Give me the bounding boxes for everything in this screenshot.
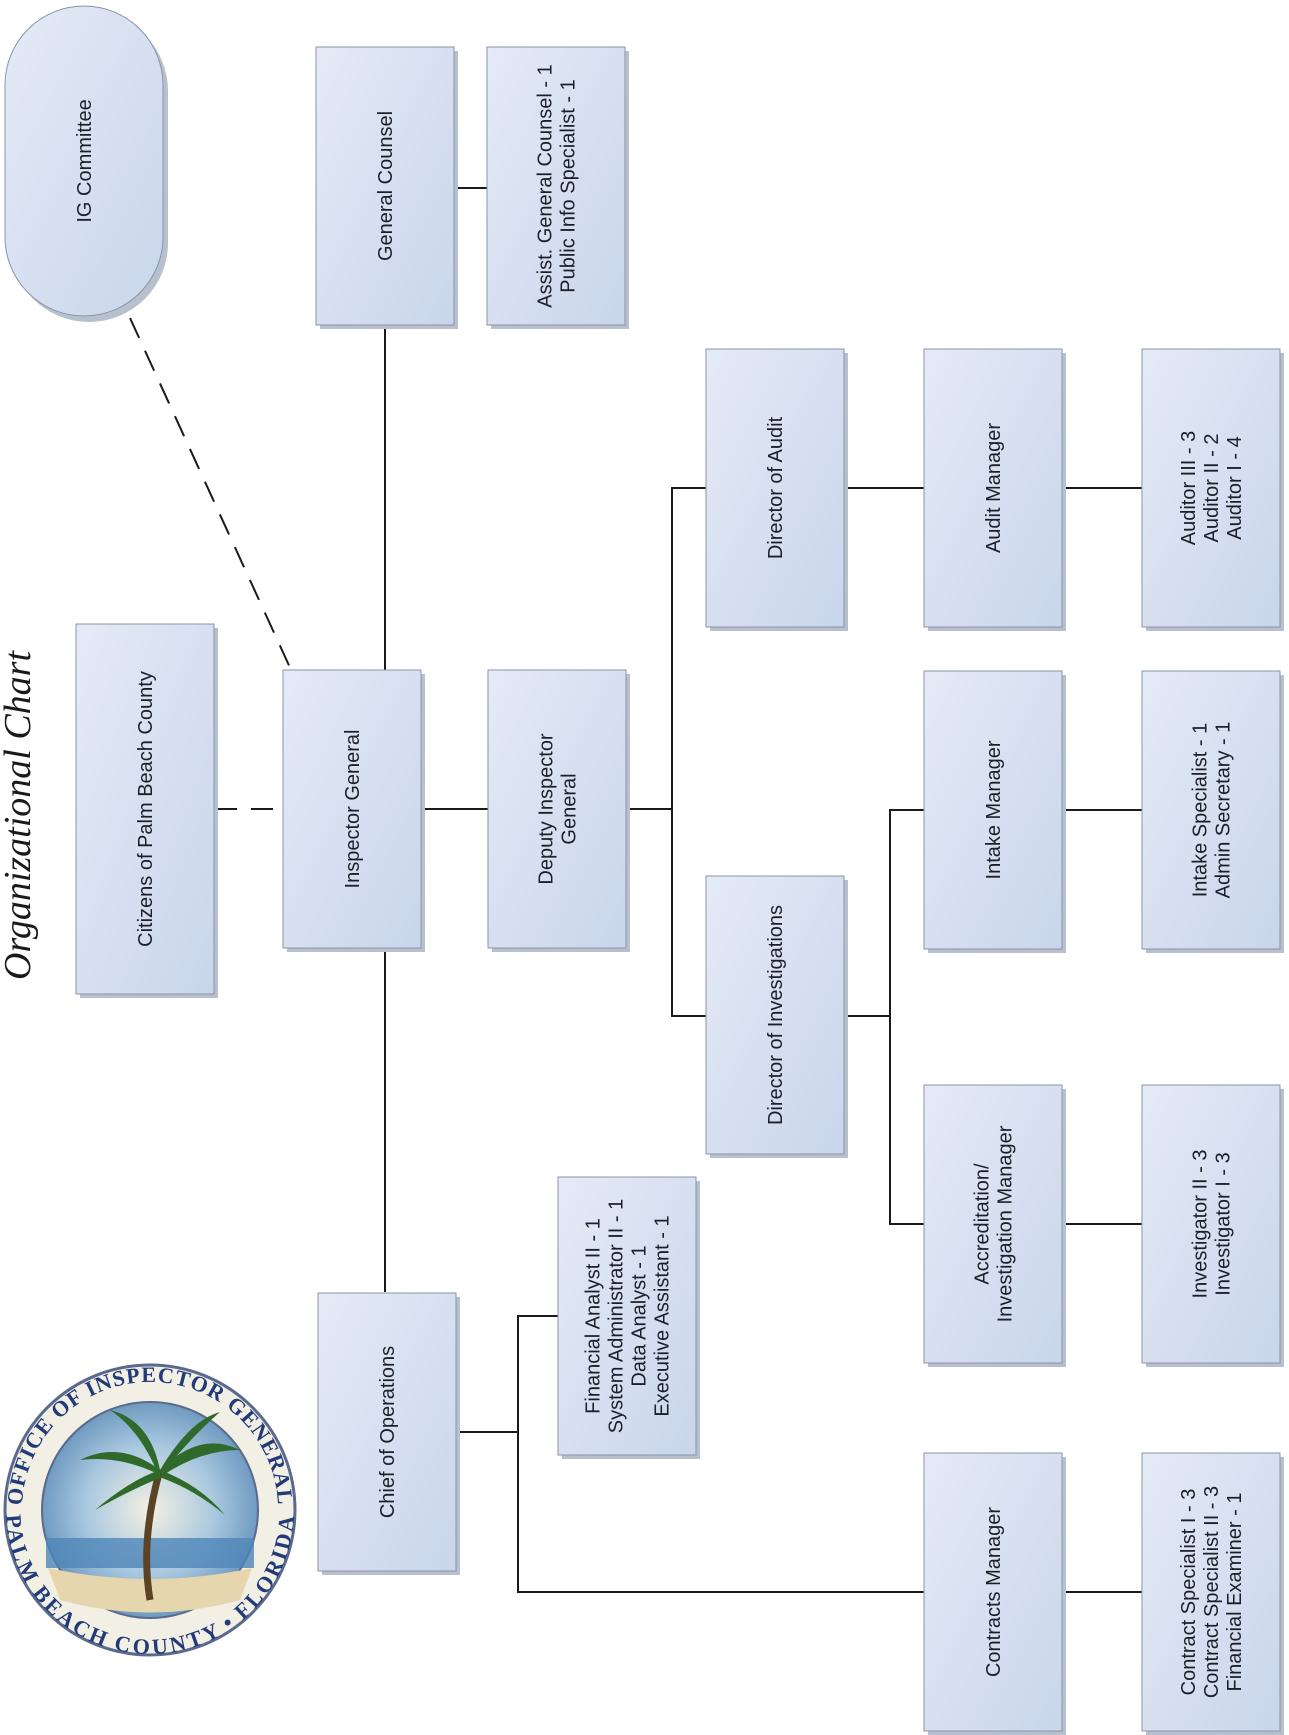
chart-title: Organizational Chart	[0, 650, 39, 980]
accreditation-manager-box: Accreditation/Investigation Manager	[923, 1084, 1066, 1367]
investigators-label-line: Investigator I - 3	[1213, 1152, 1235, 1295]
operations-staff-label-line: Executive Assistant - 1	[652, 1215, 674, 1416]
accreditation-manager-label-line: Accreditation/	[972, 1163, 994, 1285]
contracts-staff-label-line: Financial Examiner - 1	[1224, 1493, 1246, 1692]
ig-committee-label-line: IG Committee	[74, 99, 96, 222]
counsel-staff-label-line: Assist. General Counsel - 1	[535, 64, 557, 307]
director-audit-box: Director of Audit	[705, 348, 848, 631]
auditors-label-line: Auditor II - 2	[1201, 434, 1223, 543]
intake-manager-label-line: Intake Manager	[983, 740, 1005, 879]
audit-manager-box: Audit Manager	[923, 348, 1066, 631]
connector-directors	[671, 487, 706, 1017]
contracts-staff-label-line: Contract Specialist I - 3	[1178, 1489, 1200, 1696]
auditors-label-line: Auditor III - 3	[1178, 431, 1200, 546]
contracts-manager-label-line: Contracts Manager	[983, 1507, 1005, 1677]
general-counsel-label-line: General Counsel	[375, 111, 397, 261]
director-investigations-box: Director of Investigations	[705, 875, 848, 1158]
seal-palm-fronds	[80, 1410, 240, 1515]
intake-manager-box: Intake Manager	[923, 670, 1066, 953]
intake-staff-label-line: Intake Specialist - 1	[1190, 723, 1212, 898]
connector-chief-children	[517, 1315, 924, 1593]
deputy-ig-label-line: Deputy Inspector	[536, 733, 558, 885]
citizens-box: Citizens of Palm Beach County	[75, 623, 218, 998]
counsel-staff-label-line: Public Info Specialist - 1	[558, 79, 580, 292]
auditors-label-line: Auditor I - 4	[1224, 436, 1246, 539]
seal-palm-trunk	[143, 1469, 164, 1601]
operations-staff-label-line: Data Analyst - 1	[629, 1245, 651, 1386]
ig-committee-box: IG Committee	[4, 5, 168, 322]
connectors	[129, 187, 1142, 1593]
chief-operations-label-line: Chief of Operations	[377, 1346, 399, 1518]
investigators-label-line: Investigator II - 3	[1190, 1150, 1212, 1299]
audit-manager-label-line: Audit Manager	[983, 423, 1005, 553]
director-investigations-label-line: Director of Investigations	[765, 905, 787, 1125]
deputy-ig-label-line: General	[559, 773, 581, 844]
general-counsel-box: General Counsel	[315, 46, 458, 329]
contracts-staff-label-line: Contract Specialist II - 3	[1201, 1486, 1223, 1698]
intake-staff-label-line: Admin Secretary - 1	[1213, 722, 1235, 899]
oig-seal-logo: OFFICE OF INSPECTOR GENERAL PALM BEACH C…	[1, 1362, 298, 1659]
inspector-general-box: Inspector General	[282, 669, 425, 952]
accreditation-manager-label-line: Investigation Manager	[995, 1125, 1017, 1322]
chief-operations-box: Chief of Operations	[317, 1292, 460, 1575]
operations-staff-label-line: Financial Analyst II - 1	[583, 1218, 605, 1414]
inspector-general-label-line: Inspector General	[342, 730, 364, 889]
operations-staff-label-line: System Administrator II - 1	[606, 1199, 628, 1434]
connector-committee-ig	[129, 317, 293, 673]
citizens-label-line: Citizens of Palm Beach County	[135, 671, 157, 947]
connector-invest-managers	[889, 809, 924, 1225]
director-audit-label-line: Director of Audit	[765, 416, 787, 559]
contracts-manager-box: Contracts Manager	[923, 1452, 1066, 1735]
